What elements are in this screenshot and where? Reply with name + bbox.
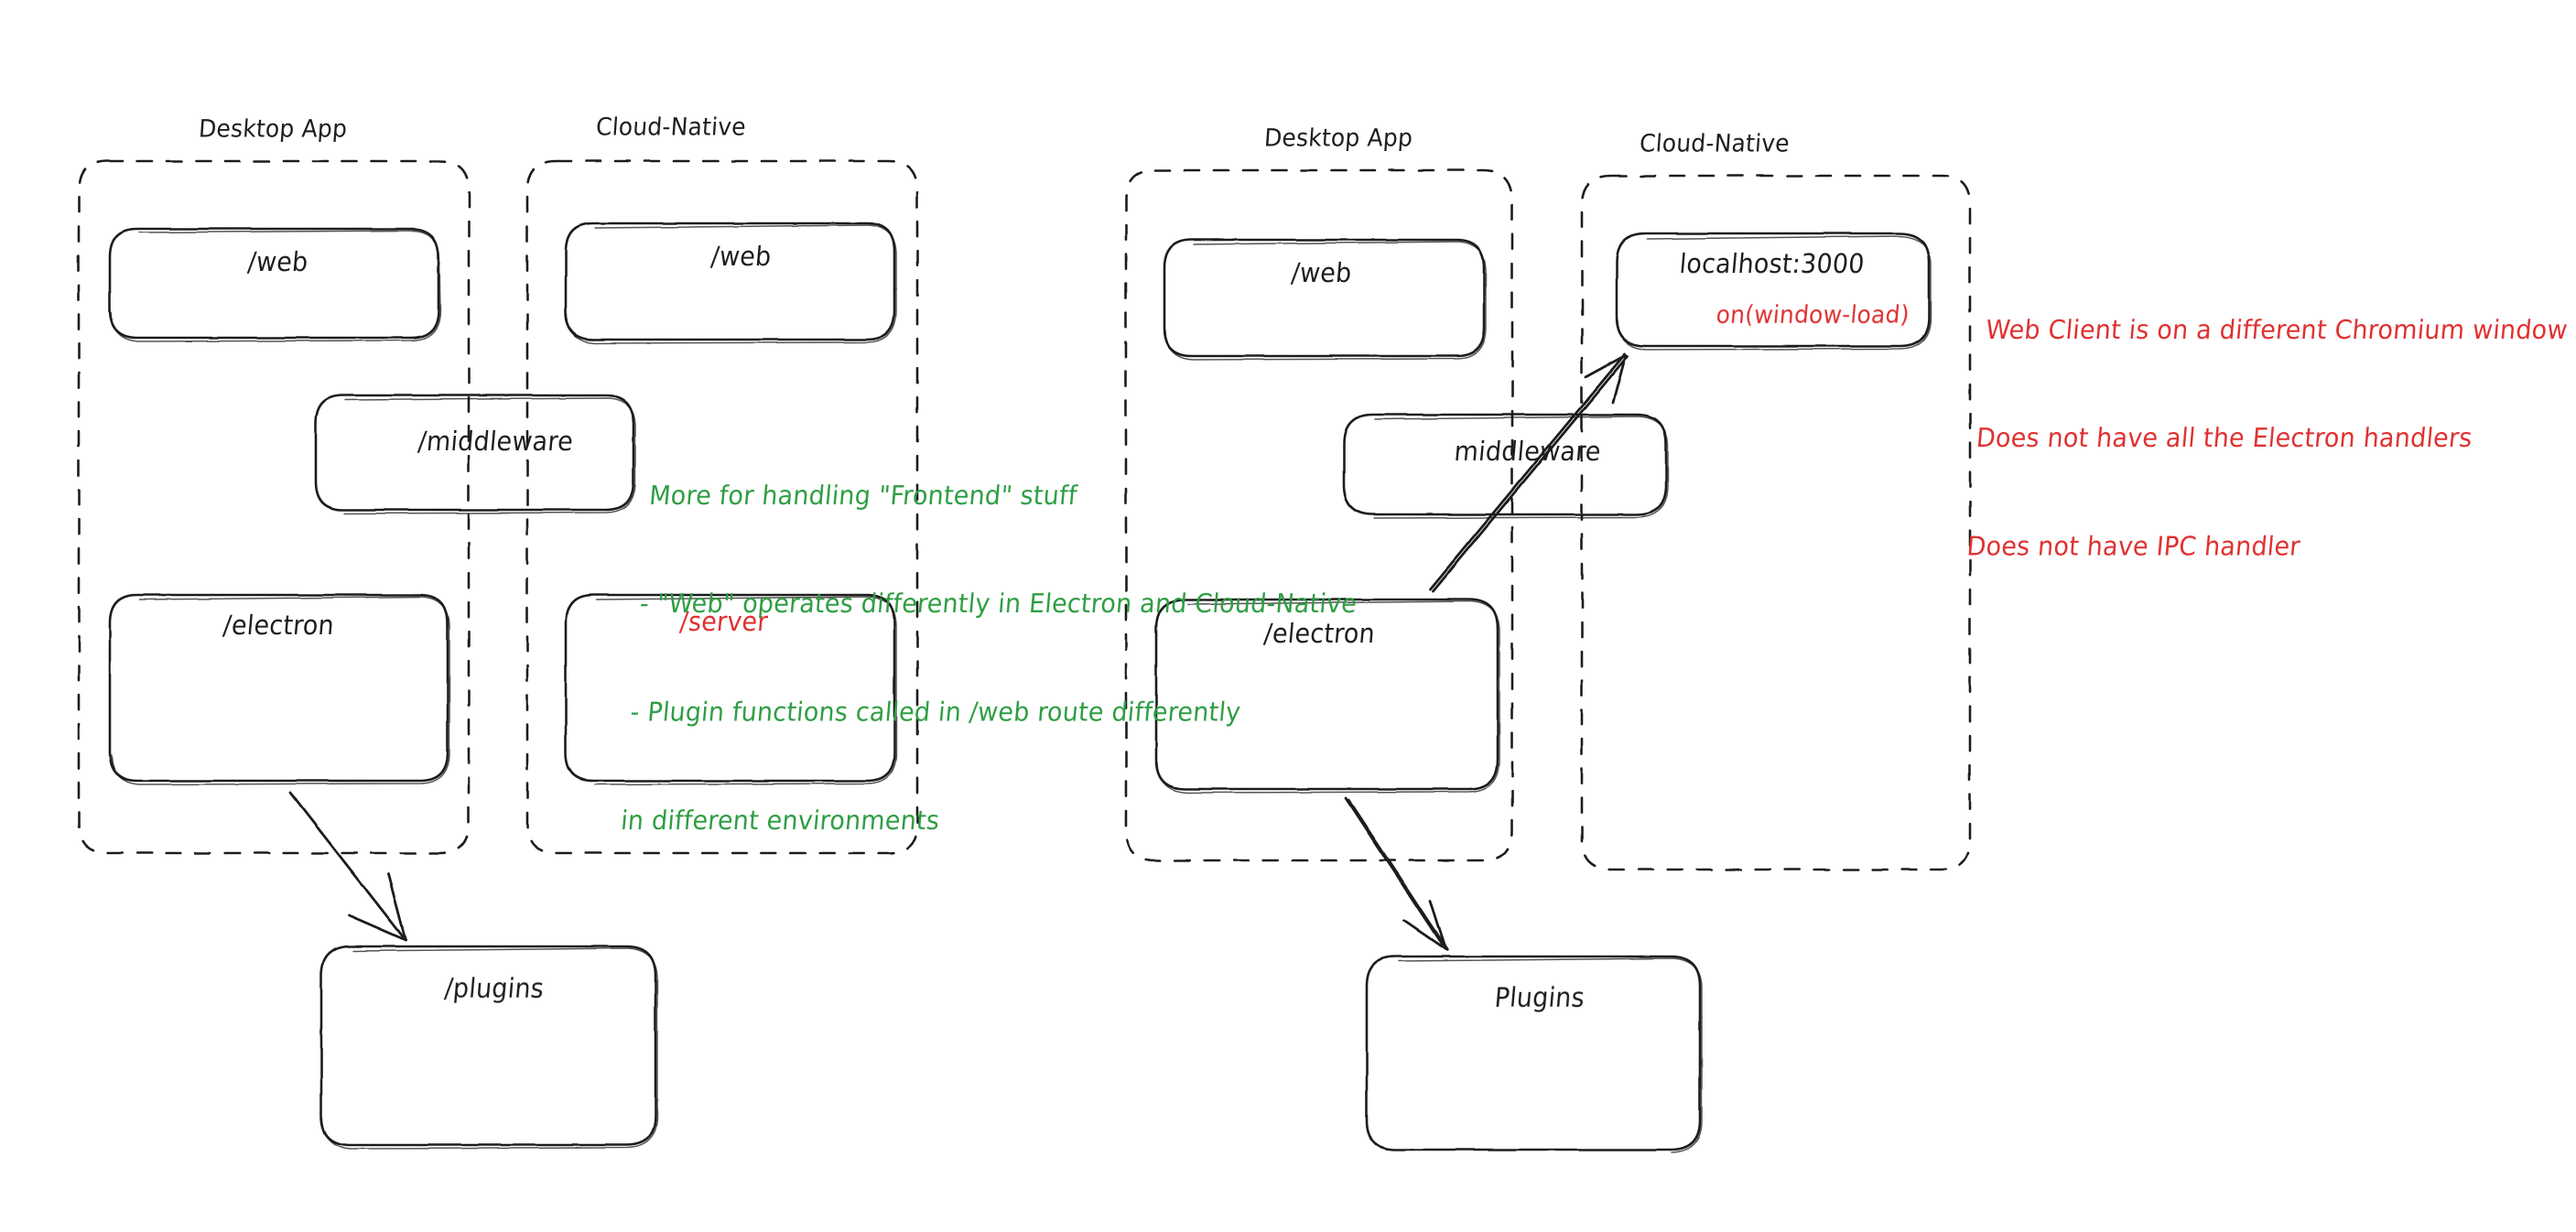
left-node-plugins-shape <box>319 945 658 1150</box>
right-annotation-line-3: Does not have IPC handler <box>1965 532 2302 562</box>
right-node-plugins-shape <box>1365 955 1703 1153</box>
left-group-label-cloud-native: Cloud-Native <box>594 112 747 141</box>
left-annotation-green: More for handling "Frontend" stuff - "We… <box>613 405 1374 912</box>
left-node-web-cloud-shape <box>564 222 897 344</box>
right-node-middleware-shape <box>1342 413 1669 519</box>
right-node-sublabel-on-window-load: on(window-load) <box>1715 299 1911 330</box>
left-annotation-line-3: - Plugin functions called in /web route … <box>629 697 1242 728</box>
left-edge-electron-to-plugins <box>288 791 407 942</box>
right-annotation-line-1: Web Client is on a different Chromium wi… <box>1984 315 2570 346</box>
left-group-cloud-native-outline <box>525 159 919 855</box>
left-node-middleware-shape <box>314 394 636 514</box>
left-annotation-line-1: More for handling "Frontend" stuff <box>647 481 1078 512</box>
left-node-label-plugins: /plugins <box>443 973 546 1005</box>
right-edge-electron-to-localhost <box>1428 352 1629 593</box>
right-group-desktop-app-outline <box>1124 168 1514 862</box>
right-node-label-electron: /electron <box>1262 618 1377 650</box>
left-node-label-electron: /electron <box>222 610 336 642</box>
right-edge-electron-to-plugins <box>1344 796 1449 952</box>
right-annotation-red: Web Client is on a different Chromium wi… <box>1959 240 2575 637</box>
right-annotation-line-2: Does not have all the Electron handlers <box>1975 423 2473 454</box>
right-node-label-plugins: Plugins <box>1493 982 1586 1014</box>
right-node-electron-shape <box>1154 598 1500 794</box>
left-node-web-desktop-shape <box>108 227 441 342</box>
right-node-localhost-shape <box>1615 232 1932 351</box>
left-node-label-web-desktop: /web <box>246 246 309 278</box>
right-group-label-cloud-native: Cloud-Native <box>1638 128 1791 157</box>
left-annotation-line-4: in different environments <box>619 805 941 837</box>
right-node-label-localhost: localhost:3000 <box>1678 248 1867 280</box>
right-node-label-middleware: middleware <box>1453 436 1603 468</box>
left-node-label-web-cloud: /web <box>709 241 773 273</box>
left-annotation-line-2: - "Web" operates differently in Electron… <box>638 589 1358 620</box>
right-group-cloud-native-outline <box>1580 174 1972 871</box>
left-group-label-desktop-app: Desktop App <box>197 113 349 143</box>
left-node-server-shape <box>564 593 897 785</box>
right-node-web-shape <box>1163 238 1487 361</box>
left-group-desktop-app-outline <box>77 159 471 855</box>
left-node-electron-shape <box>108 593 450 785</box>
left-node-label-middleware: /middleware <box>417 426 575 458</box>
right-group-label-desktop-app: Desktop App <box>1262 123 1414 152</box>
right-node-label-web: /web <box>1290 257 1353 289</box>
